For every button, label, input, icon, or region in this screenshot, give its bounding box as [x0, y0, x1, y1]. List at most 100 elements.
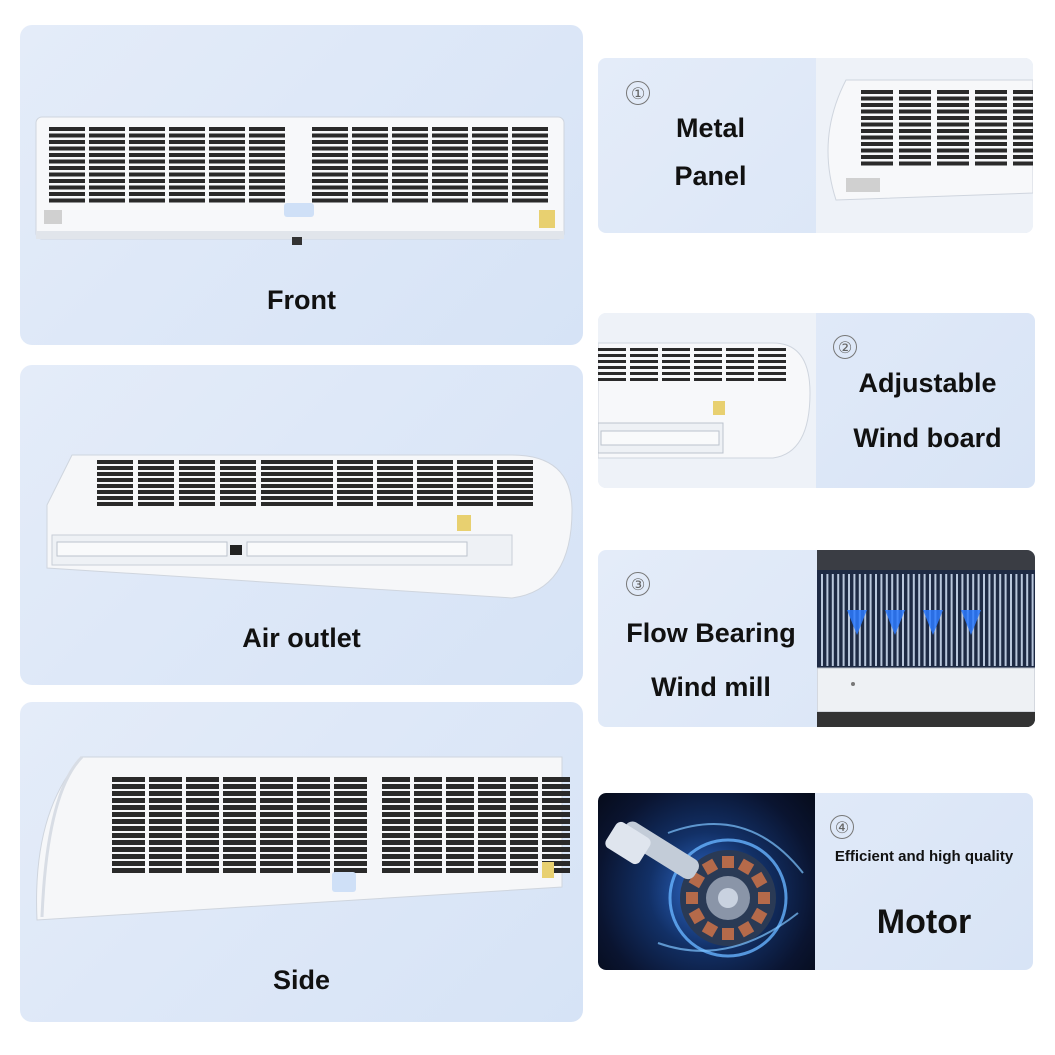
grill-slat [149, 868, 182, 873]
grill-slat [975, 109, 1007, 114]
grill-slat [297, 496, 333, 500]
grill-slat [726, 378, 754, 381]
grill-slat [186, 777, 219, 782]
grill-slat [89, 166, 125, 170]
grill-slat [899, 103, 931, 107]
fan-blade [912, 574, 915, 666]
grill-slat [542, 805, 570, 810]
grill-slat [432, 133, 468, 138]
grill-slat [694, 378, 722, 381]
grill-slat [169, 127, 205, 131]
grill-slat [478, 868, 506, 873]
grill-slat [223, 812, 256, 817]
grill-slat [129, 159, 165, 164]
grill-slat [49, 159, 85, 164]
grill-slat [382, 861, 410, 866]
grill-slat [297, 847, 330, 852]
grill-slat [337, 496, 373, 500]
grill-slat [209, 185, 245, 190]
grill-slat [169, 192, 205, 196]
grill-slat [382, 854, 410, 859]
grill-slat [414, 798, 442, 803]
front-unit-image [35, 116, 565, 245]
feature-metal-panel: ① Metal Panel [598, 58, 1033, 233]
grill-slat [312, 166, 348, 170]
grill-slat [261, 496, 297, 500]
grill-slat [414, 791, 442, 796]
grill-slat [97, 466, 133, 470]
feature-title-line1: Efficient and high quality [834, 848, 1014, 865]
grill-slat [297, 502, 333, 506]
grill-slat [220, 484, 256, 488]
grill-slat [497, 484, 533, 488]
grill-slat [497, 466, 533, 470]
grill-slat [223, 805, 256, 810]
grill-slat [414, 840, 442, 845]
grill-slat [861, 103, 893, 107]
grill-slat [297, 791, 330, 796]
grill-slat [334, 854, 367, 859]
grill-slat [352, 153, 388, 157]
grill-slat [112, 840, 145, 845]
grill-slat [261, 484, 297, 488]
grill-slat [432, 166, 468, 170]
grill-slat [186, 791, 219, 796]
grill-slat [598, 366, 626, 369]
grill-slat [49, 146, 85, 151]
grill-slat [209, 140, 245, 144]
grill-slat [334, 784, 367, 789]
grill-slat [149, 840, 182, 845]
grill-slat [49, 133, 85, 138]
grill-slat [377, 466, 413, 470]
grill-slat [334, 791, 367, 796]
grill-slat [112, 805, 145, 810]
fan-blade [1026, 574, 1029, 666]
feature-number: ② [833, 335, 857, 359]
grill-slat [186, 826, 219, 831]
grill-slat [457, 490, 493, 494]
grill-slat [937, 96, 969, 101]
grill-slat [382, 812, 410, 817]
grill-slat [112, 791, 145, 796]
grill-slat [249, 146, 285, 151]
grill-slat [89, 185, 125, 190]
grill-slat [97, 478, 133, 482]
grill-slat [432, 172, 468, 177]
feature-title-line2: Wind mill [651, 672, 771, 702]
grill-slat [542, 819, 570, 824]
motor-coil [686, 892, 698, 904]
grill-slat [478, 812, 506, 817]
grill-slat [598, 354, 626, 357]
grill-slat [510, 784, 538, 789]
grill-slat [179, 490, 215, 494]
grill-slat [1013, 96, 1033, 101]
fan-blade [831, 574, 834, 666]
fan-blade [950, 574, 953, 666]
grill-slat [861, 129, 893, 133]
grill-slat [209, 153, 245, 157]
grill-slat [1013, 155, 1033, 159]
grill-slat [97, 472, 133, 476]
grill-slat [49, 127, 85, 131]
grill-slat [334, 819, 367, 824]
grill-slat [432, 179, 468, 183]
grill-slat [261, 460, 297, 464]
grill-slat [186, 854, 219, 859]
grill-slat [129, 140, 165, 144]
grill-slat [758, 360, 786, 363]
grill-slat [392, 179, 428, 183]
grill-slat [662, 360, 690, 363]
grill-slat [337, 490, 373, 494]
fan-blade [837, 574, 840, 666]
feature-flow-bearing-wind-mill: ③ Flow Bearing Wind mill [598, 550, 1035, 727]
grill-slat [297, 472, 333, 476]
grill-slat [975, 129, 1007, 133]
grill-slat [432, 185, 468, 190]
grill-slat [89, 172, 125, 177]
grill-slat [446, 791, 474, 796]
feature-motor: ④ Efficient and high quality Motor [598, 793, 1033, 970]
grill-slat [457, 460, 493, 464]
grill-slat [149, 791, 182, 796]
motor-coil [750, 871, 768, 889]
grill-slat [377, 490, 413, 494]
